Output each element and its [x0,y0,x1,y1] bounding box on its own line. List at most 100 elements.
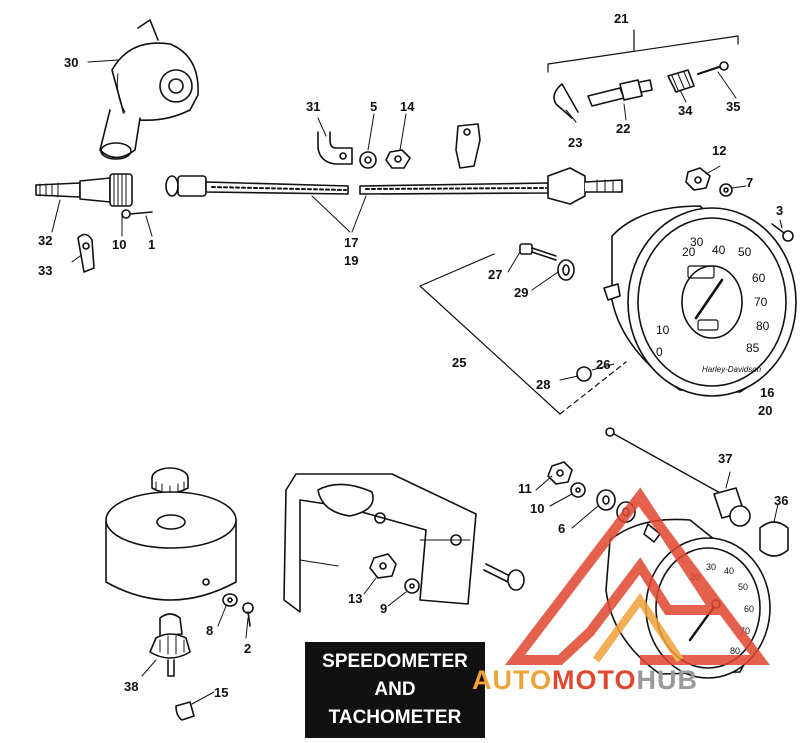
callout-8: 7 [746,175,754,190]
dial-0: 0 [656,345,663,359]
nut-34 [667,69,695,93]
callout-2: 2 [244,641,252,656]
watermark-part-2: MOTO [552,665,637,695]
grommet-6a [596,489,616,511]
callout-38: 38 [124,679,139,694]
callout-26: 26 [596,357,611,372]
drive-shaft-32 [35,173,133,207]
tach-70: 70 [740,626,750,636]
callout-32: 32 [38,233,53,248]
callout-22: 22 [616,121,631,136]
screw-35 [697,61,729,75]
leader-lines [51,59,783,705]
speedometer-dial: 20 30 40 50 60 70 80 85 10 0 Harley-Davi… [656,235,770,374]
title-line-1: SPEEDOMETER [322,651,468,672]
dial-80: 80 [756,319,770,333]
title-box: SPEEDOMETER AND TACHOMETER [305,642,485,738]
dial-60: 60 [752,271,766,285]
callout-25: 25 [452,355,467,370]
callout-16: 16 [760,385,775,400]
callout-34: 34 [678,103,693,118]
callout-3: 3 [776,203,784,218]
dial-20: 20 [682,245,696,259]
screw-2 [242,602,254,627]
dial-50: 50 [738,245,752,259]
bracket-25 [419,253,627,415]
callout-13: 13 [348,591,363,606]
bolt-right [483,563,525,591]
callout-14: 14 [400,99,415,114]
tach-30: 30 [706,562,716,572]
tach-60: 60 [744,604,754,614]
callout-31: 31 [306,99,321,114]
callout-27: 27 [488,267,503,282]
dial-30: 30 [690,235,704,249]
drive-housing-30 [99,19,199,160]
tach-20: 20 [690,572,700,582]
nut-13 [369,553,397,579]
pin-23 [553,83,579,119]
bracket-31 [317,131,353,165]
tach-80: 80 [730,646,740,656]
callout-19: 19 [344,253,359,268]
dial-85: 85 [746,341,760,355]
callout-33: 33 [38,263,53,278]
washer-9 [404,578,420,594]
title-line-2: AND [374,679,416,700]
callout-11: 11 [518,481,532,496]
bracket-21 [547,29,739,73]
sender-38 [149,613,191,677]
tach-40: 40 [724,566,734,576]
dial-10: 10 [656,323,670,337]
title-line-3: TACHOMETER [328,707,462,728]
clip-15 [175,701,195,721]
washer-7 [222,593,238,607]
base-cup [105,467,237,601]
callout-10b: 10 [530,501,545,516]
screw-1 [121,209,153,219]
callout-30: 30 [64,55,79,70]
screw-3 [771,223,794,242]
grommet-29 [557,259,575,281]
watermark-part-1: AUTO [472,665,553,695]
callout-23: 23 [568,135,583,150]
callout-21: 21 [614,11,629,26]
callout-7: 8 [206,623,214,638]
callout-6: 6 [558,521,566,536]
fitting-22 [587,79,653,107]
nut-14 [385,149,411,169]
callout-17: 17 [344,235,359,250]
mounting-bracket [283,473,477,613]
ring-28 [576,366,592,382]
washer-10 [570,482,586,498]
callout-35: 35 [726,99,741,114]
callout-29: 29 [514,285,529,300]
bolt-27 [519,243,557,261]
tachometer-head [605,518,771,679]
callout-20: 20 [758,403,773,418]
callout-28: 28 [536,377,551,392]
speedo-cable-17-19 [165,167,623,205]
washer-5 [359,151,377,169]
callout-10a: 10 [112,237,127,252]
callout-12: 12 [712,143,727,158]
bulb-36 [759,521,789,557]
speedometer-head-16-20 [603,205,797,397]
dial-70: 70 [754,295,768,309]
watermark-part-3: HUB [636,665,699,695]
dial-40: 40 [712,243,726,257]
watermark-text: AUTOMOTOHUB [472,665,698,696]
callout-37: 37 [718,451,733,466]
nut-12 [685,167,711,191]
nut-11 [547,461,573,485]
callout-36: 36 [774,493,789,508]
washer-8 [719,183,733,197]
callout-5: 5 [370,99,378,114]
tab-33 [77,233,95,273]
tach-50: 50 [738,582,748,592]
dial-brand: Harley-Davidson [702,365,762,374]
grommet-6b [616,501,636,523]
cable-clip [455,123,481,169]
callout-1: 1 [148,237,156,252]
